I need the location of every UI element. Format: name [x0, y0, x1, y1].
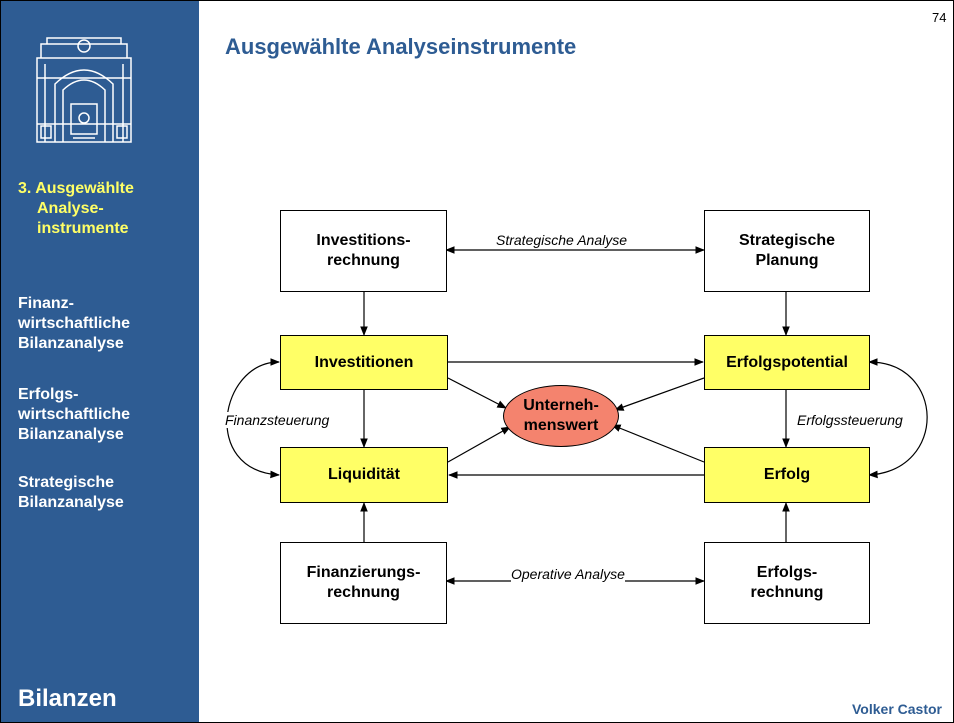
- sidebar-item-line: Bilanzanalyse: [18, 335, 124, 352]
- oval-label-line: menswert: [523, 417, 599, 434]
- building-logo-icon: [36, 37, 132, 143]
- box-label-line: Erfolgs-: [756, 564, 818, 581]
- sidebar-item-line: wirtschaftliche: [18, 315, 131, 332]
- sidebar-item-line: 3. Ausgewählte: [18, 180, 134, 197]
- box-label-line: rechnung: [327, 252, 400, 269]
- sidebar: 3. Ausgewählte Analyse- instrumente Fina…: [1, 1, 199, 722]
- box-strategische-planung: Strategische Planung: [704, 210, 870, 292]
- box-finanzierungsrechnung: Finanzierungs- rechnung: [280, 542, 447, 624]
- sidebar-item-erfolgswirtschaftliche-bilanzanalyse[interactable]: Erfolgs- wirtschaftliche Bilanzanalyse: [18, 385, 130, 445]
- sidebar-item-line: Analyse-: [37, 200, 104, 217]
- sidebar-item-strategische-bilanzanalyse[interactable]: Strategische Bilanzanalyse: [18, 473, 124, 513]
- box-label-line: Planung: [755, 252, 819, 269]
- box-liquiditaet: Liquidität: [280, 447, 448, 503]
- box-investitionen: Investitionen: [280, 335, 448, 390]
- box-erfolgspotential: Erfolgspotential: [704, 335, 870, 390]
- box-erfolgsrechnung: Erfolgs- rechnung: [704, 542, 870, 624]
- box-label-line: Strategische: [738, 232, 836, 249]
- arrow-liquiditaet-to-unternehmenswert: [447, 426, 511, 463]
- course-title: Bilanzen: [18, 685, 117, 712]
- box-label: Liquidität: [328, 466, 400, 483]
- sidebar-item-line: Bilanzanalyse: [18, 426, 124, 443]
- oval-label-line: Unterneh-: [523, 397, 599, 414]
- sidebar-item-ausgewaehlte-analyseinstrumente[interactable]: 3. Ausgewählte Analyse- instrumente: [18, 179, 134, 239]
- arrow-investitionen-to-unternehmenswert: [447, 377, 507, 409]
- sidebar-item-line: Strategische: [18, 474, 115, 491]
- box-label-line: Finanzierungs-: [306, 564, 421, 581]
- author-name: Volker Castor: [852, 701, 942, 717]
- box-erfolg: Erfolg: [704, 447, 870, 503]
- box-label: Investitionen: [314, 353, 414, 371]
- arrow-erfolg-to-unternehmenswert: [611, 424, 705, 463]
- arrow-erfolgspotential-to-unternehmenswert: [614, 377, 705, 411]
- page-title: Ausgewählte Analyseinstrumente: [225, 34, 577, 59]
- sidebar-item-line: wirtschaftliche: [18, 406, 131, 423]
- sidebar-item-line: Bilanzanalyse: [18, 494, 124, 511]
- box-label: Erfolgspotential: [726, 353, 848, 371]
- sidebar-item-line: Finanz-: [18, 295, 74, 312]
- box-label-line: Investitions-: [316, 232, 411, 249]
- box-label-line: rechnung: [750, 584, 824, 601]
- box-label-line: rechnung: [327, 584, 400, 601]
- sidebar-item-line: Erfolgs-: [18, 386, 79, 403]
- arrow-erfolgssteuerung-loop: [868, 358, 928, 479]
- oval-unternehmenswert: Unterneh- menswert: [503, 385, 619, 447]
- page-number: 74: [932, 10, 947, 25]
- box-investitionsrechnung: Investitions- rechnung: [280, 210, 447, 292]
- label-strategische-analyse: Strategische Analyse: [496, 232, 627, 248]
- sidebar-item-finanzwirtschaftliche-bilanzanalyse[interactable]: Finanz- wirtschaftliche Bilanzanalyse: [18, 294, 130, 354]
- label-operative-analyse: Operative Analyse: [511, 566, 625, 582]
- label-erfolgssteuerung: Erfolgssteuerung: [797, 412, 903, 428]
- label-finanzsteuerung: Finanzsteuerung: [225, 412, 330, 428]
- box-label: Erfolg: [763, 466, 811, 483]
- sidebar-item-line: instrumente: [37, 220, 129, 237]
